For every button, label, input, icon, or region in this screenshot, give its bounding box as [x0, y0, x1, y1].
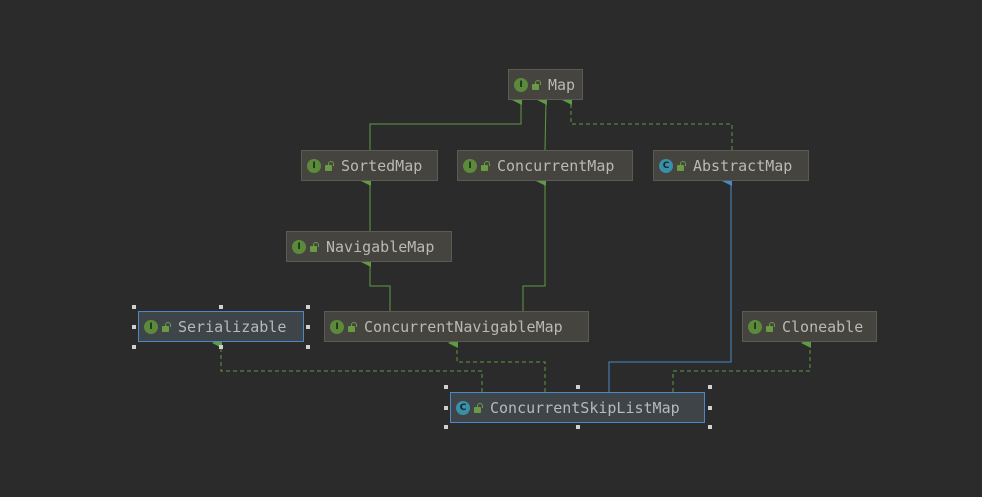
resize-handle[interactable] [576, 425, 580, 429]
interface-icon: I [307, 158, 321, 173]
resize-handle[interactable] [444, 425, 448, 429]
node-map[interactable]: I Map [508, 69, 583, 100]
public-lock-icon [324, 160, 334, 171]
node-label: ConcurrentMap [497, 156, 615, 175]
node-label: Serializable [178, 317, 287, 336]
resize-handle[interactable] [444, 385, 448, 389]
public-lock-icon [473, 402, 483, 413]
node-serializable[interactable]: I Serializable [138, 311, 304, 342]
interface-icon: I [144, 319, 158, 334]
node-label: NavigableMap [326, 237, 435, 256]
edge-concurrentnavigablemap-to-concurrentmap [522, 176, 546, 311]
edge-concurrentskiplistmap-to-cloneable [672, 338, 811, 392]
node-label: AbstractMap [693, 156, 793, 175]
node-label: SortedMap [341, 156, 423, 175]
node-concurrentnavigablemap[interactable]: I ConcurrentNavigableMap [324, 311, 589, 342]
interface-icon: I [463, 158, 477, 173]
node-abstractmap[interactable]: C AbstractMap [653, 150, 809, 181]
public-lock-icon [676, 160, 686, 171]
node-sortedmap[interactable]: I SortedMap [301, 150, 438, 181]
node-label: Cloneable [782, 317, 864, 336]
resize-handle[interactable] [576, 385, 580, 389]
resize-handle[interactable] [708, 406, 712, 410]
node-concurrentmap[interactable]: I ConcurrentMap [457, 150, 633, 181]
resize-handle[interactable] [132, 325, 136, 329]
resize-handle[interactable] [219, 345, 223, 349]
resize-handle[interactable] [219, 305, 223, 309]
resize-handle[interactable] [306, 345, 310, 349]
public-lock-icon [480, 160, 490, 171]
resize-handle[interactable] [306, 305, 310, 309]
interface-icon: I [748, 319, 762, 334]
edge-sortedmap-to-map [369, 95, 522, 150]
node-label: Map [548, 75, 576, 94]
edge-concurrentnavigablemap-to-navigablemap [361, 257, 391, 311]
node-cloneable[interactable]: I Cloneable [742, 311, 877, 342]
class-icon: C [456, 400, 470, 415]
interface-icon: I [330, 319, 344, 334]
node-navigablemap[interactable]: I NavigableMap [286, 231, 452, 262]
resize-handle[interactable] [708, 425, 712, 429]
public-lock-icon [765, 321, 775, 332]
node-label: ConcurrentNavigableMap [364, 317, 563, 336]
node-concurrentskiplistmap[interactable]: C ConcurrentSkipListMap [450, 392, 705, 423]
node-label: ConcurrentSkipListMap [490, 398, 680, 417]
interface-icon: I [514, 77, 528, 92]
edge-concurrentmap-to-map [537, 95, 548, 151]
edge-abstractmap-to-map [562, 95, 733, 150]
edge-concurrentskiplistmap-to-abstractmap [608, 176, 732, 392]
resize-handle[interactable] [306, 325, 310, 329]
edge-concurrentskiplistmap-to-concurrentnavigablemap [448, 338, 546, 392]
public-lock-icon [347, 321, 357, 332]
public-lock-icon [531, 79, 541, 90]
resize-handle[interactable] [132, 345, 136, 349]
resize-handle[interactable] [708, 385, 712, 389]
public-lock-icon [309, 241, 319, 252]
public-lock-icon [161, 321, 171, 332]
abstract-class-icon: C [659, 158, 673, 173]
resize-handle[interactable] [132, 305, 136, 309]
edge-concurrentskiplistmap-to-serializable [212, 338, 483, 392]
resize-handle[interactable] [444, 406, 448, 410]
interface-icon: I [292, 239, 306, 254]
